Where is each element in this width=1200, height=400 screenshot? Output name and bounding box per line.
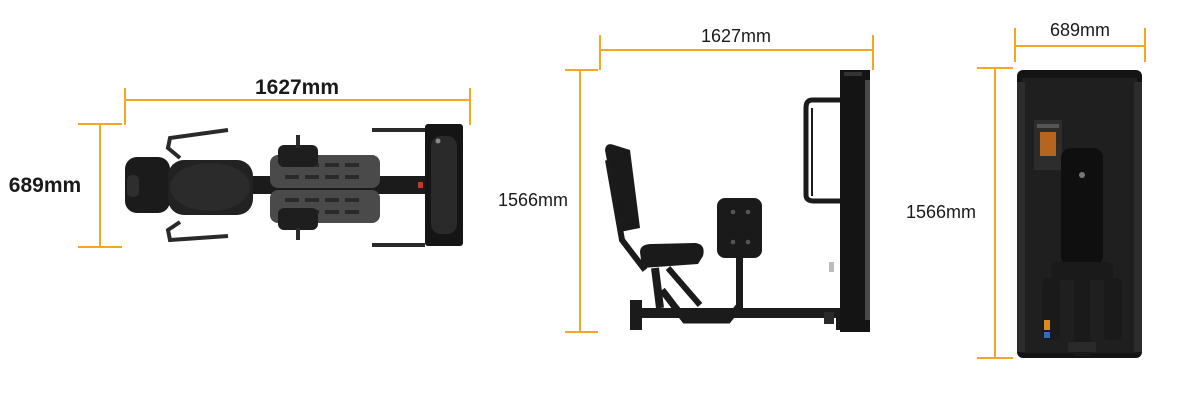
top-view-machine — [125, 124, 463, 247]
front-view-machine — [1017, 70, 1142, 358]
top-view-width-label: 1627mm — [255, 76, 339, 99]
side-view-machine — [605, 70, 870, 332]
top-view-depth-label: 689mm — [9, 174, 81, 197]
front-view-width-label: 689mm — [1050, 20, 1110, 40]
front-view-height-dimension — [977, 67, 1013, 359]
top-view: 1627mm 689mm — [9, 76, 471, 248]
top-view-depth-dimension — [78, 123, 122, 248]
side-view-width-dimension — [599, 35, 874, 70]
front-view-width-dimension — [1014, 28, 1146, 62]
top-view-width-dimension — [124, 88, 471, 125]
front-view-height-label: 1566mm — [906, 202, 976, 222]
side-view-height-label: 1566mm — [498, 190, 568, 210]
front-view: 689mm 1566mm — [906, 20, 1146, 359]
side-view-height-dimension — [565, 69, 598, 333]
side-view-width-label: 1627mm — [701, 26, 771, 46]
side-view: 1627mm 1566mm — [498, 26, 874, 333]
